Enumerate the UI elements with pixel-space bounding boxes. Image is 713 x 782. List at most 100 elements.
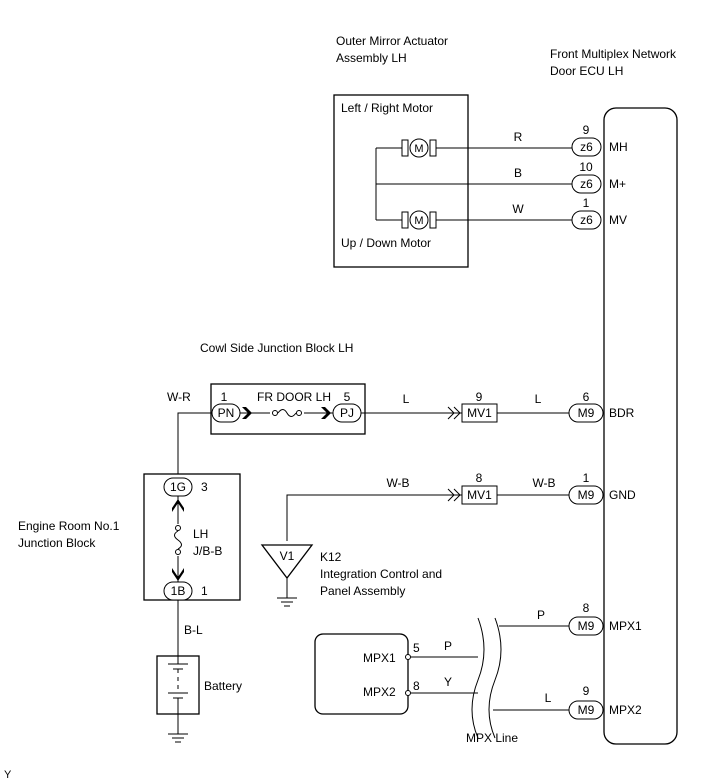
- wire-label-r: R: [514, 130, 523, 144]
- battery-icon: [168, 656, 188, 714]
- mirror-motor-ud-label: Up / Down Motor: [341, 236, 431, 250]
- engine-room-junction-box: [143, 473, 241, 601]
- mv1-gnd-arrow-icon: [447, 488, 461, 502]
- mpx-line-label: MPX Line: [466, 731, 518, 745]
- cowl-chevron-right-icon: [321, 407, 331, 419]
- ecu-pin-mv-connector: z6: [580, 213, 593, 227]
- mv1-bdr-number: 9: [476, 390, 483, 404]
- ecu-pin-bdr: 6 M9 BDR: [568, 390, 635, 423]
- ecu-pin-bdr-number: 6: [583, 390, 590, 404]
- ecu-title-line1: Front Multiplex Network: [550, 47, 677, 61]
- cowl-pin-left: 1: [221, 390, 228, 404]
- ecu-pin-mv-number: 1: [583, 196, 590, 210]
- ecu-pin-gnd-connector: M9: [578, 488, 595, 502]
- ecu-pin-mplus-number: 10: [579, 160, 593, 174]
- motor-ud-icon: M: [401, 210, 437, 230]
- mpx-device-pin2-terminal: [405, 690, 411, 696]
- ecu-pin-mpx1-connector: M9: [578, 619, 595, 633]
- engine-room-fuse-label-2: J/B-B: [193, 544, 222, 558]
- ecu-pin-mv-label: MV: [609, 213, 627, 227]
- cowl-fuse-label: FR DOOR LH: [257, 390, 331, 404]
- wire-label-b: B: [514, 166, 522, 180]
- ecu-box: [603, 107, 678, 745]
- ecu-pin-mv: 1 z6 MV: [571, 196, 627, 230]
- wire-label-p-ecu: P: [537, 608, 545, 622]
- ecu-pin-mh-label: MH: [609, 140, 628, 154]
- engine-room-pin-1: 1: [201, 584, 208, 598]
- engine-room-fuse-icon: [173, 524, 183, 556]
- ecu-pin-bdr-connector: M9: [578, 406, 595, 420]
- mirror-title-line1: Outer Mirror Actuator: [336, 34, 448, 48]
- ecu-pin-mpx2-number: 9: [583, 684, 590, 698]
- wire-w-r: [177, 412, 212, 474]
- ecu-pin-mpx1: 8 M9 MPX1: [568, 601, 642, 636]
- mirror-title-line2: Assembly LH: [336, 51, 407, 65]
- mpx-break-right-icon: [488, 617, 502, 739]
- ecu-pin-mh: 9 z6 MH: [571, 123, 628, 157]
- wire-label-l-ecu: L: [545, 691, 552, 705]
- ecu-pin-gnd-label: GND: [609, 488, 636, 502]
- mpx-device-pin2-label: MPX2: [363, 685, 396, 699]
- mpx-device-pin1-terminal: [405, 654, 411, 660]
- ecu-pin-mpx1-label: MPX1: [609, 619, 642, 633]
- ecu-pin-mplus: 10 z6 M+: [571, 160, 626, 194]
- cowl-fuse-icon: [270, 409, 304, 417]
- wire-label-w: W: [512, 202, 524, 216]
- wire-label-l-bdr: L: [535, 392, 542, 406]
- wire-label-b-l: B-L: [184, 623, 203, 637]
- mv1-bdr-arrow-icon: [447, 406, 461, 420]
- mv1-bdr-label: MV1: [467, 406, 492, 420]
- ecu-pin-mplus-connector: z6: [580, 177, 593, 191]
- v1-ground-point-icon: [260, 544, 314, 580]
- wire-label-w-b-right: W-B: [532, 476, 555, 490]
- k12-title-line1: Integration Control and: [320, 567, 442, 581]
- ecu-pin-mpx1-number: 8: [583, 601, 590, 615]
- wire-label-y-device: Y: [444, 675, 452, 689]
- cowl-connector-pn-label: PN: [218, 406, 235, 420]
- engine-room-connector-1b-label: 1B: [171, 584, 186, 598]
- ecu-pin-mplus-label: M+: [609, 177, 626, 191]
- motor-lr-icon: M: [401, 138, 437, 158]
- mv1-gnd-label: MV1: [467, 488, 492, 502]
- k12-code: K12: [320, 550, 342, 564]
- engine-room-fuse-label-1: LH: [193, 527, 208, 541]
- wire-label-l-cowl: L: [403, 392, 410, 406]
- mpx-break-left-icon: [471, 617, 485, 739]
- engine-room-connector-1g-label: 1G: [170, 480, 186, 494]
- wire-label-w-b-left: W-B: [386, 476, 409, 490]
- engine-room-title-line2: Junction Block: [18, 536, 96, 550]
- engine-room-chevron-top-icon: [172, 499, 184, 512]
- ecu-pin-mh-number: 9: [583, 123, 590, 137]
- ecu-pin-mpx2-label: MPX2: [609, 703, 642, 717]
- ecu-pin-mpx2: 9 M9 MPX2: [568, 684, 642, 720]
- ecu-title-line2: Door ECU LH: [550, 64, 623, 78]
- ecu-pin-gnd-number: 1: [583, 471, 590, 485]
- ecu-pin-mpx2-connector: M9: [578, 703, 595, 717]
- v1-label: V1: [280, 549, 295, 563]
- cowl-pin-right: 5: [344, 390, 351, 404]
- ecu-pin-gnd: 1 M9 GND: [568, 471, 636, 505]
- mpx-device-pin1-label: MPX1: [363, 651, 396, 665]
- wire-label-w-r: W-R: [167, 390, 191, 404]
- cowl-chevron-left-icon: [242, 407, 252, 419]
- engine-room-pin-3: 3: [201, 480, 208, 494]
- motor-lr-symbol: M: [414, 143, 423, 155]
- mpx-device-pin1-number: 5: [413, 641, 420, 655]
- mirror-motor-lr-label: Left / Right Motor: [341, 101, 433, 115]
- cowl-title: Cowl Side Junction Block LH: [200, 341, 353, 355]
- engine-room-title-line1: Engine Room No.1: [18, 519, 120, 533]
- corner-label: Y: [4, 769, 12, 781]
- mv1-gnd-number: 8: [476, 471, 483, 485]
- engine-room-chevron-bottom-icon: [172, 568, 184, 581]
- wire-label-p-device: P: [444, 639, 452, 653]
- mpx-device-box: [314, 633, 409, 715]
- mpx-device-pin2-number: 8: [413, 679, 420, 693]
- ecu-pin-bdr-label: BDR: [609, 406, 635, 420]
- v1-ground-icon: [277, 578, 297, 607]
- battery-ground-icon: [168, 714, 188, 743]
- k12-title-line2: Panel Assembly: [320, 584, 405, 598]
- battery-label: Battery: [204, 679, 242, 693]
- ecu-pin-mh-connector: z6: [580, 140, 593, 154]
- mirror-actuator-box: [333, 94, 469, 268]
